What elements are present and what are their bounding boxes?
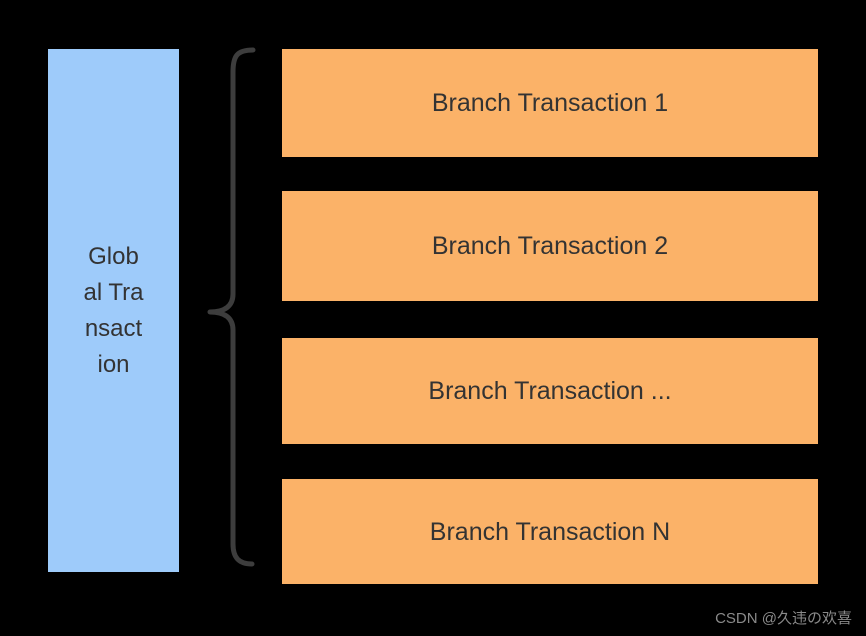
branch-transaction-label-1: Branch Transaction 1 bbox=[431, 89, 669, 117]
branch-transaction-label-4: Branch Transaction N bbox=[429, 517, 671, 546]
global-transaction-label: Global Transaction bbox=[83, 242, 144, 378]
branch-transaction-node-3[interactable]: Branch Transaction ... bbox=[282, 338, 818, 444]
branch-transaction-node-2[interactable]: Branch Transaction 2 bbox=[282, 191, 818, 301]
global-transaction-node[interactable]: Global Transaction bbox=[48, 49, 179, 572]
branch-transaction-label-2: Branch Transaction 2 bbox=[431, 232, 669, 260]
branch-transaction-node-4[interactable]: Branch Transaction N bbox=[282, 479, 818, 584]
watermark: CSDN @久违の欢喜 bbox=[715, 610, 852, 627]
branch-transaction-label-3: Branch Transaction ... bbox=[428, 377, 672, 405]
branch-transaction-node-1[interactable]: Branch Transaction 1 bbox=[282, 49, 818, 157]
curly-brace-icon bbox=[205, 44, 260, 572]
